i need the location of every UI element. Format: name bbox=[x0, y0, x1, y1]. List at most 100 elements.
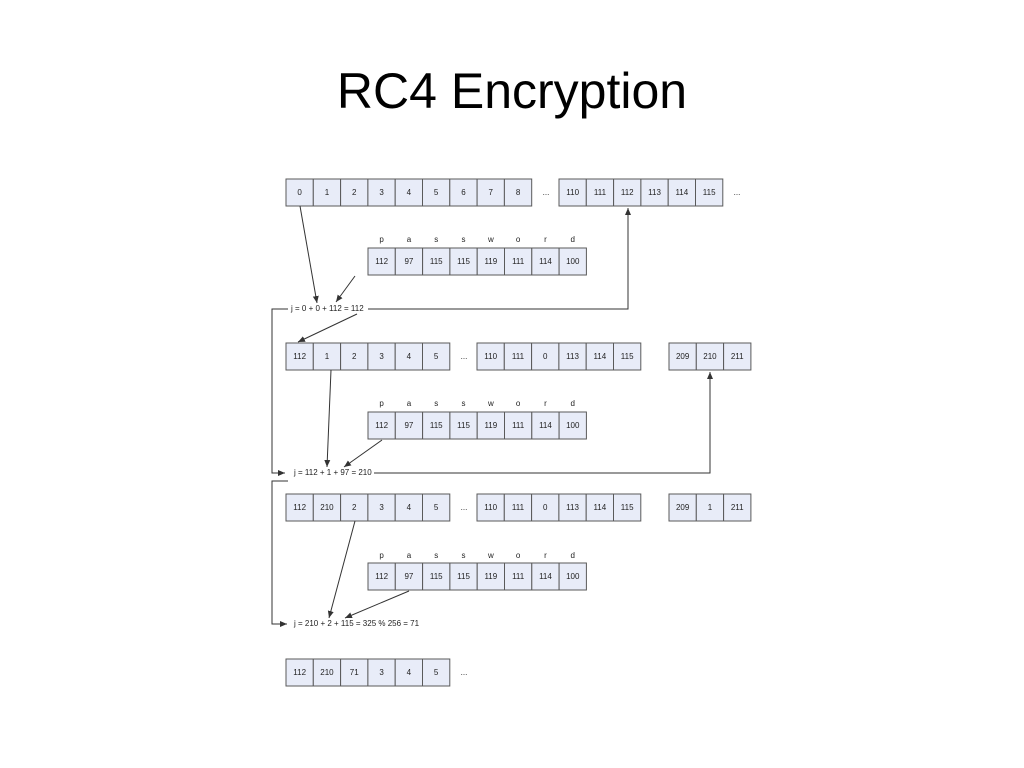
arrow-key0-to-eq1 bbox=[335, 275, 356, 303]
array-cell bbox=[558, 493, 587, 522]
cell-value: 2 bbox=[352, 352, 357, 361]
arrow-eq1-to-s112 bbox=[368, 208, 631, 310]
arrow-eq1-to-row1 bbox=[297, 313, 358, 343]
cell-value: 111 bbox=[594, 188, 607, 197]
key-letter: d bbox=[571, 399, 575, 408]
array-cell bbox=[668, 493, 697, 522]
cell-value: 111 bbox=[512, 572, 525, 581]
equation-1: j = 0 + 0 + 112 = 112 bbox=[290, 304, 364, 313]
array-cell bbox=[558, 178, 587, 207]
array-cell bbox=[312, 658, 342, 687]
array-cell bbox=[367, 178, 396, 207]
array-cell bbox=[312, 342, 342, 371]
array-cell bbox=[394, 247, 424, 276]
array-cell bbox=[585, 178, 615, 207]
key-letter: p bbox=[379, 235, 384, 244]
cell-value: 114 bbox=[539, 257, 552, 266]
ellipsis: ... bbox=[734, 188, 741, 197]
cell-value: 100 bbox=[566, 572, 580, 581]
arrow-s2-to-eq3 bbox=[327, 520, 356, 619]
array-cell bbox=[723, 342, 752, 371]
key-letter: w bbox=[487, 235, 494, 244]
cell-value: 209 bbox=[676, 352, 690, 361]
cell-value: 5 bbox=[434, 668, 439, 677]
cell-value: 110 bbox=[566, 188, 579, 197]
array-cell bbox=[340, 342, 369, 371]
cell-value: 112 bbox=[293, 352, 306, 361]
array-cell bbox=[695, 493, 725, 522]
arrow-loop-1 bbox=[271, 308, 288, 476]
cell-value: 114 bbox=[593, 503, 606, 512]
cell-value: 211 bbox=[731, 352, 744, 361]
array-cell bbox=[422, 342, 451, 371]
cell-value: 115 bbox=[621, 352, 634, 361]
array-cell bbox=[285, 178, 314, 207]
cell-value: 111 bbox=[512, 352, 525, 361]
array-cell bbox=[367, 658, 396, 687]
arrow-eq2-to-s210 bbox=[374, 372, 713, 474]
key-letter: a bbox=[407, 235, 412, 244]
key-letter: o bbox=[516, 235, 521, 244]
array-cell bbox=[558, 411, 587, 440]
cell-value: 113 bbox=[566, 352, 579, 361]
array-cell bbox=[503, 342, 533, 371]
array-cell bbox=[476, 493, 505, 522]
equation-3: j = 210 + 2 + 115 = 325 % 256 = 71 bbox=[293, 619, 420, 628]
array-cell bbox=[504, 247, 533, 276]
cell-value: 111 bbox=[512, 257, 525, 266]
key-letter: a bbox=[407, 551, 412, 560]
cell-value: 114 bbox=[675, 188, 688, 197]
key-letter: o bbox=[516, 399, 521, 408]
cell-value: 115 bbox=[457, 421, 470, 430]
key-letter: r bbox=[544, 399, 547, 408]
cell-value: 1 bbox=[708, 503, 713, 512]
array-cell bbox=[531, 411, 560, 440]
key-letter: s bbox=[434, 235, 438, 244]
cell-value: 115 bbox=[430, 257, 443, 266]
cell-value: 4 bbox=[407, 503, 412, 512]
cell-value: 97 bbox=[404, 257, 413, 266]
array-cell bbox=[476, 411, 506, 440]
cell-value: 5 bbox=[434, 188, 439, 197]
cell-value: 112 bbox=[621, 188, 634, 197]
array-cell bbox=[367, 562, 396, 591]
cell-value: 111 bbox=[512, 503, 525, 512]
cell-value: 1 bbox=[325, 188, 330, 197]
cell-value: 71 bbox=[350, 668, 359, 677]
cell-value: 114 bbox=[539, 421, 552, 430]
array-cell bbox=[449, 247, 478, 276]
key-letter: w bbox=[487, 551, 494, 560]
key-letter: d bbox=[571, 235, 575, 244]
s-array-initial-part2: 110 111 112 113 114 115 bbox=[558, 178, 724, 207]
array-cell bbox=[531, 562, 560, 591]
key-letter: a bbox=[407, 399, 412, 408]
cell-value: 4 bbox=[407, 352, 412, 361]
cell-value: 3 bbox=[379, 503, 384, 512]
cell-value: 113 bbox=[648, 188, 661, 197]
cell-value: 115 bbox=[430, 572, 443, 581]
cell-value: 2 bbox=[352, 503, 357, 512]
cell-value: 113 bbox=[566, 503, 579, 512]
arrow-loop-2 bbox=[271, 480, 288, 627]
cell-value: 115 bbox=[703, 188, 716, 197]
cell-value: 115 bbox=[457, 572, 470, 581]
cell-value: 110 bbox=[484, 352, 497, 361]
cell-value: 112 bbox=[375, 257, 388, 266]
cell-value: 114 bbox=[539, 572, 552, 581]
array-cell bbox=[503, 493, 533, 522]
key-letter: w bbox=[487, 399, 494, 408]
array-cell bbox=[503, 178, 533, 207]
array-cell bbox=[667, 178, 697, 207]
array-cell bbox=[285, 342, 314, 371]
array-cell bbox=[723, 493, 752, 522]
array-cell bbox=[422, 411, 451, 440]
cell-value: 3 bbox=[379, 352, 384, 361]
cell-value: 210 bbox=[320, 668, 334, 677]
